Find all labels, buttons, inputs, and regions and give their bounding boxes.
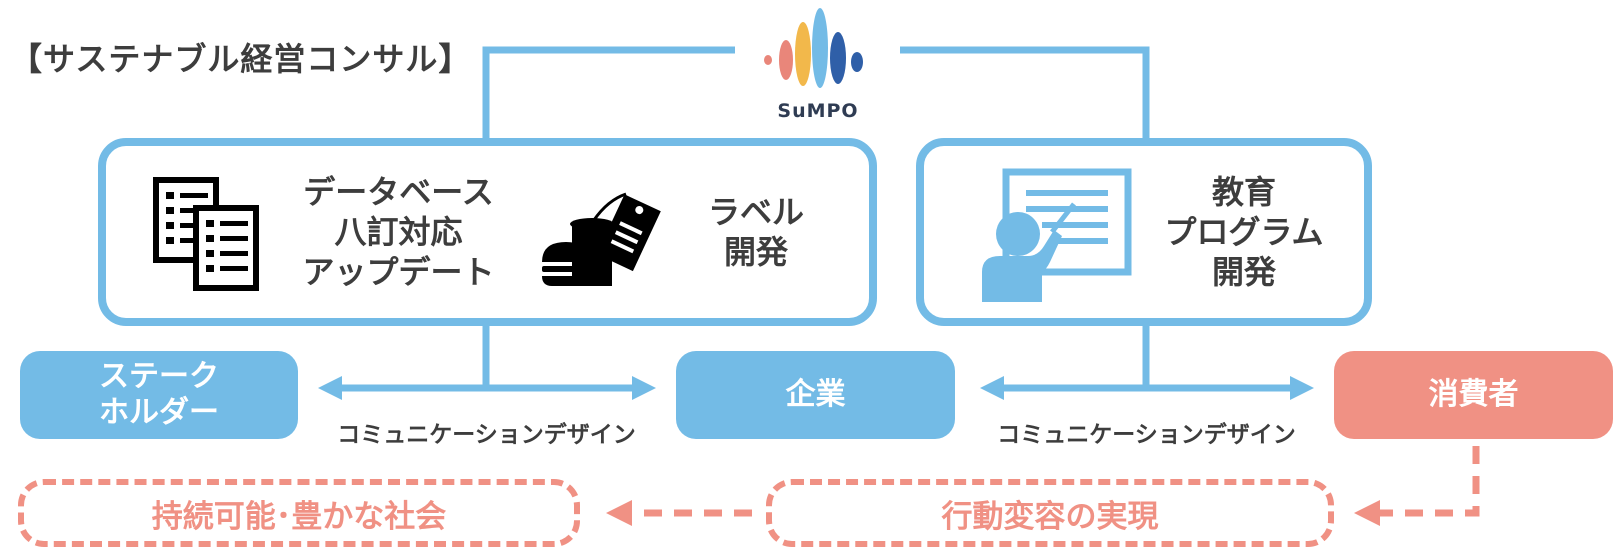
stakeholder-node: ステーク ホルダー: [20, 351, 298, 439]
communication-design-label-left: コミュニケーションデザイン: [337, 422, 636, 448]
right-service-panel: 教育 プログラム 開発: [916, 138, 1372, 326]
teacher-board-icon: [982, 168, 1132, 302]
education-program-text: 教育 プログラム 開発: [1164, 173, 1324, 291]
sound-wave-logo-icon: [764, 8, 863, 88]
left-service-panel: データベース 八訂対応 アップデート ラベル 開発: [98, 138, 877, 326]
page-title: 【サステナブル経営コンサル】: [10, 40, 472, 78]
food-label-icon: [542, 192, 661, 286]
behavior-change-box: 行動変容の実現: [766, 479, 1334, 547]
communication-design-label-right: コミュニケーションデザイン: [997, 422, 1296, 448]
consumer-node: 消費者: [1334, 351, 1613, 439]
sumpo-logo: SuMPO: [762, 4, 874, 122]
database-update-text: データベース 八訂対応 アップデート: [302, 173, 495, 291]
company-node: 企業: [676, 351, 955, 439]
documents-icon: [153, 177, 259, 291]
sustainable-society-box: 持続可能･豊かな社会: [18, 479, 580, 547]
label-development-text: ラベル 開発: [707, 193, 804, 271]
logo-text: SuMPO: [777, 100, 859, 122]
